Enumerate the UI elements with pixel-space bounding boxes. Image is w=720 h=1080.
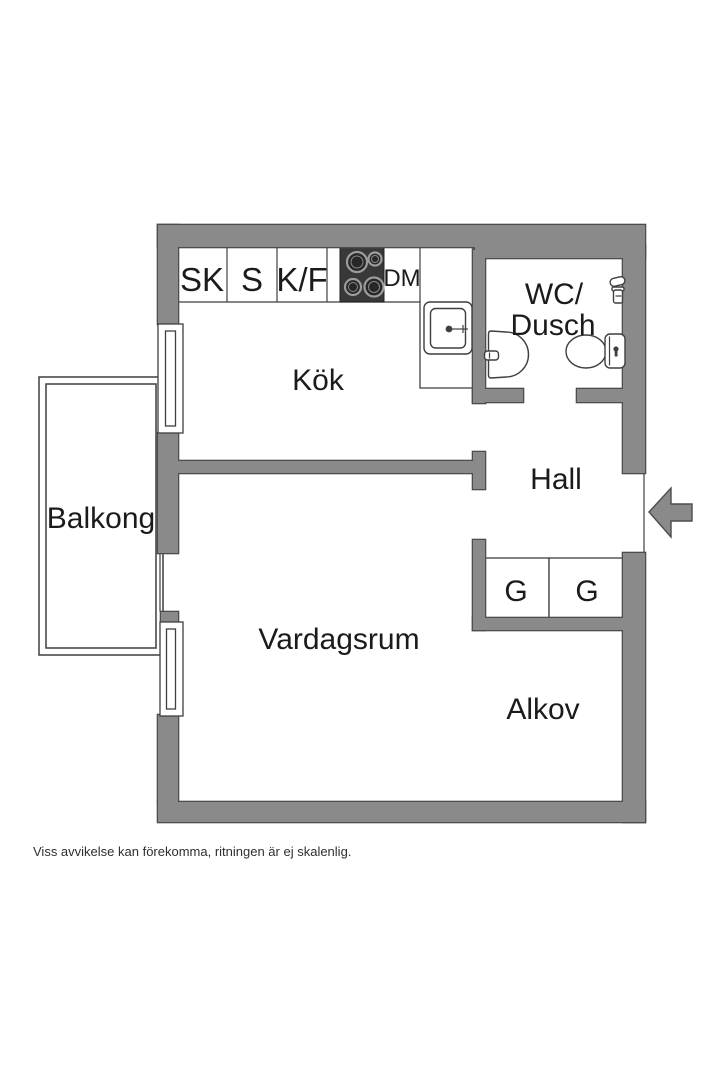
disclaimer-text: Viss avvikelse kan förekomma, ritningen … bbox=[33, 844, 352, 859]
entrance-arrow-icon bbox=[648, 486, 693, 539]
room-label-bathroom-line2: Dusch bbox=[510, 309, 595, 342]
counter-dividers bbox=[226, 247, 421, 302]
kitchen-counter bbox=[177, 245, 474, 389]
wardrobe-boxes bbox=[482, 557, 624, 619]
label-dishwasher: DM bbox=[383, 265, 420, 292]
toilet-icon bbox=[565, 333, 626, 369]
room-label-hall: Hall bbox=[530, 463, 582, 496]
room-label-bathroom-line1: WC/ bbox=[525, 278, 584, 311]
window-icon-livingroom bbox=[159, 621, 184, 717]
label-fridge-freezer: K/F bbox=[276, 261, 327, 298]
stove-icon bbox=[339, 245, 385, 303]
room-label-living-room: Vardagsrum bbox=[258, 623, 419, 656]
room-label-alcove: Alkov bbox=[506, 693, 579, 726]
window-icon-kitchen bbox=[157, 323, 184, 434]
kitchen-sink-icon bbox=[423, 301, 473, 355]
label-pantry: S bbox=[241, 261, 263, 298]
shower-icon bbox=[609, 275, 626, 304]
room-label-kitchen: Kök bbox=[292, 364, 345, 397]
room-label-balcony: Balkong bbox=[47, 502, 155, 535]
label-wardrobe-right: G bbox=[575, 575, 598, 608]
label-cleaning-closet: SK bbox=[180, 261, 224, 298]
washbasin-icon bbox=[483, 330, 530, 379]
label-wardrobe-left: G bbox=[504, 575, 527, 608]
